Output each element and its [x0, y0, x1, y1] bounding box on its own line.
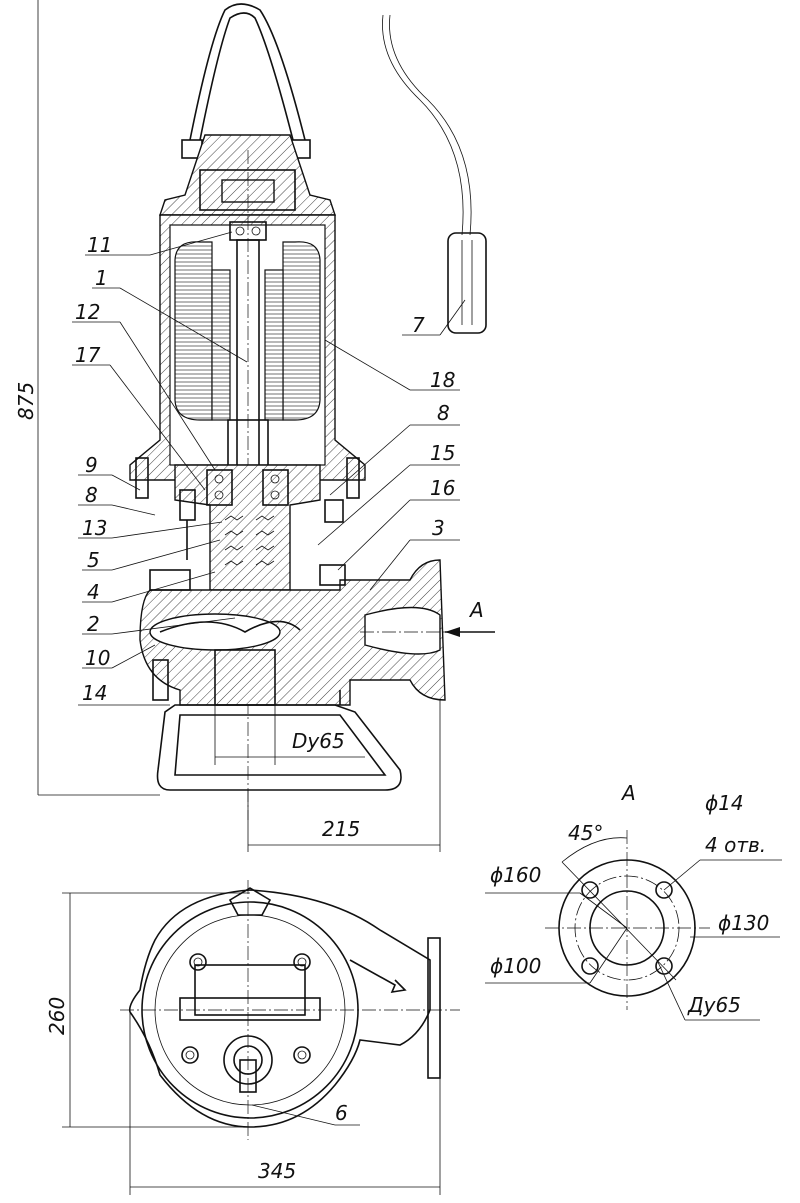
callouts: 11 1 12 17 9 8 13 5 4 2 10 14 7 18 8 15 [72, 231, 466, 706]
flange-bolt-hole: ϕ14 [705, 791, 744, 815]
float-switch [382, 14, 487, 334]
motor-housing [129, 214, 366, 481]
callout-11: 11 [87, 233, 112, 257]
pump-volute [139, 559, 470, 706]
callout-15: 15 [430, 441, 455, 465]
dim-875-label: 875 [14, 382, 38, 420]
view-a-flange: A 45° ϕ14 4 отв. ϕ160 ϕ130 ϕ100 Ду65 [485, 781, 782, 1021]
callout-17: 17 [75, 343, 101, 367]
flange-d-bolt: ϕ130 [718, 911, 769, 935]
dim-dy65-label: Dy65 [292, 729, 345, 753]
dim-215-label: 215 [322, 817, 360, 841]
callout-14: 14 [82, 681, 107, 705]
seal-chamber [135, 457, 360, 591]
dimension-215: 215 [247, 700, 441, 852]
callout-3: 3 [432, 516, 445, 540]
flange-holes-count: 4 отв. [705, 833, 766, 857]
dim-260-label: 260 [45, 997, 69, 1035]
plan-view: 260 345 6 [45, 880, 460, 1195]
callout-13: 13 [82, 516, 107, 540]
callout-1: 1 [95, 266, 108, 290]
motor-top-cover [159, 134, 336, 216]
flange-d-inner: ϕ100 [490, 954, 541, 978]
stand [156, 690, 402, 791]
dim-345-label: 345 [258, 1159, 296, 1183]
flange-dn: Ду65 [687, 993, 741, 1017]
section-a-label: A [468, 598, 484, 622]
callout-8-left: 8 [85, 483, 98, 507]
dimension-dy65: Dy65 [214, 705, 365, 765]
callout-4: 4 [87, 580, 100, 604]
callout-2: 2 [87, 612, 100, 636]
section-arrow-a: A [445, 598, 495, 637]
callout-7: 7 [412, 313, 425, 337]
callout-16: 16 [430, 476, 455, 500]
dimension-875: 875 [14, 0, 160, 796]
flange-angle: 45° [568, 821, 603, 845]
callout-10: 10 [85, 646, 110, 670]
callout-6: 6 [335, 1101, 348, 1125]
callout-18: 18 [430, 368, 455, 392]
flange-d-outer: ϕ160 [490, 863, 541, 887]
callout-8-right: 8 [437, 401, 450, 425]
callout-5: 5 [87, 548, 100, 572]
view-a-label: A [620, 781, 636, 805]
callout-12: 12 [75, 300, 100, 324]
callout-9: 9 [85, 453, 98, 477]
